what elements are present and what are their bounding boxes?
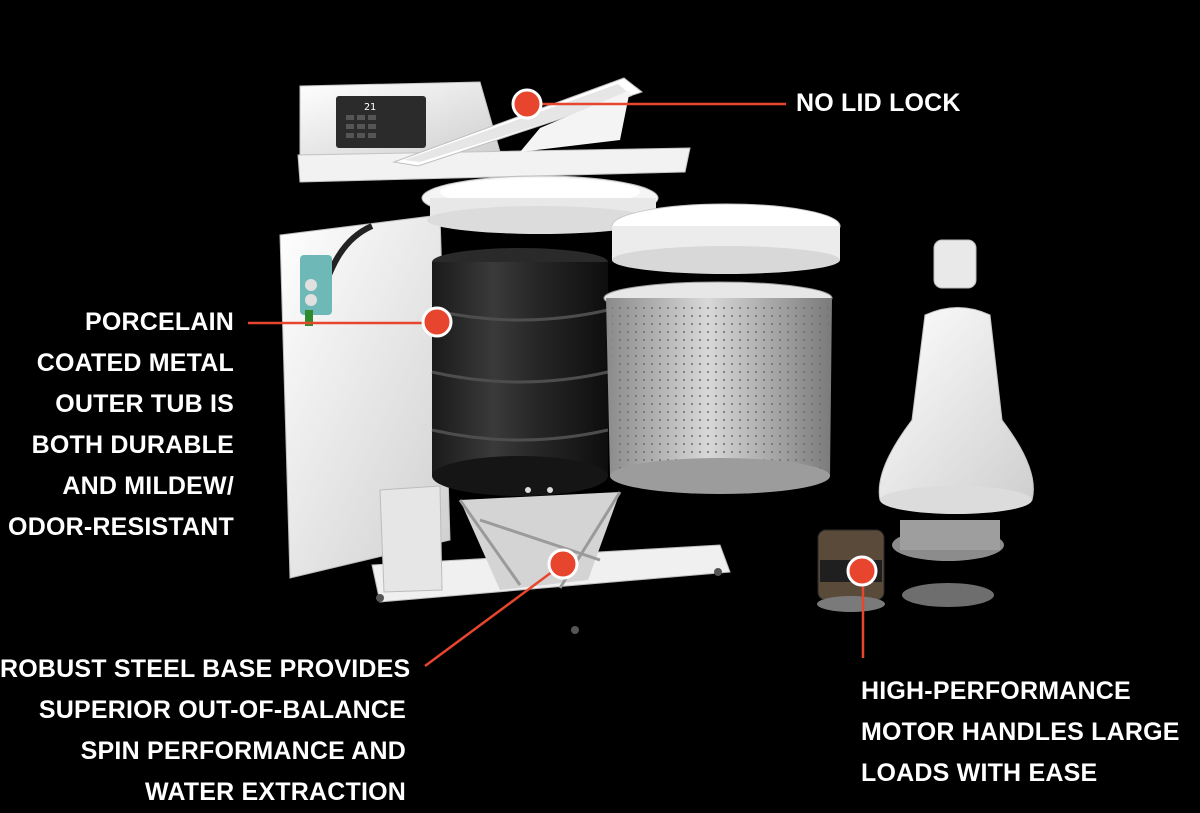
tub-cover-ring (421, 175, 659, 234)
callout-line: LOADS WITH EASE (861, 759, 1098, 787)
callout-line: ROBUST STEEL BASE PROVIDES (0, 655, 411, 683)
callout-line: OUTER TUB IS (55, 390, 234, 418)
callout-line: HIGH-PERFORMANCE (861, 677, 1131, 705)
callout-line: PORCELAIN (84, 308, 234, 336)
callout-steel-base-marker (424, 548, 579, 668)
callout-outer-tub-label: PORCELAIN COATED METAL OUTER TUB IS BOTH… (0, 302, 234, 548)
callout-lid-lock-marker (511, 88, 786, 120)
callout-line: MOTOR HANDLES LARGE (861, 718, 1180, 746)
callout-motor-marker (846, 555, 878, 658)
callout-line: AND MILDEW/ (62, 472, 234, 500)
top-console: 21 (297, 81, 691, 183)
callout-line: BOTH DURABLE (31, 431, 234, 459)
callout-line: SPIN PERFORMANCE AND (80, 737, 406, 765)
wash-basket (603, 281, 833, 494)
callout-line: ODOR-RESISTANT (8, 513, 234, 541)
control-panel-display: 21 (364, 102, 376, 113)
agitator (878, 239, 1034, 607)
callout-outer-tub-marker (248, 306, 453, 338)
callout-steel-base-label: ROBUST STEEL BASE PROVIDES SUPERIOR OUT-… (0, 649, 411, 813)
balance-ring (611, 203, 841, 274)
callout-line: SUPERIOR OUT-OF-BALANCE (38, 696, 406, 724)
outer-tub (431, 248, 609, 496)
callout-line: COATED METAL (36, 349, 234, 377)
callout-lid-lock-label: NO LID LOCK (796, 83, 961, 124)
cabinet-side-panel (279, 214, 451, 579)
callout-motor-label: HIGH-PERFORMANCE MOTOR HANDLES LARGE LOA… (861, 671, 1180, 794)
callout-line: NO LID LOCK (796, 89, 961, 117)
callout-line: WATER EXTRACTION (144, 778, 406, 806)
